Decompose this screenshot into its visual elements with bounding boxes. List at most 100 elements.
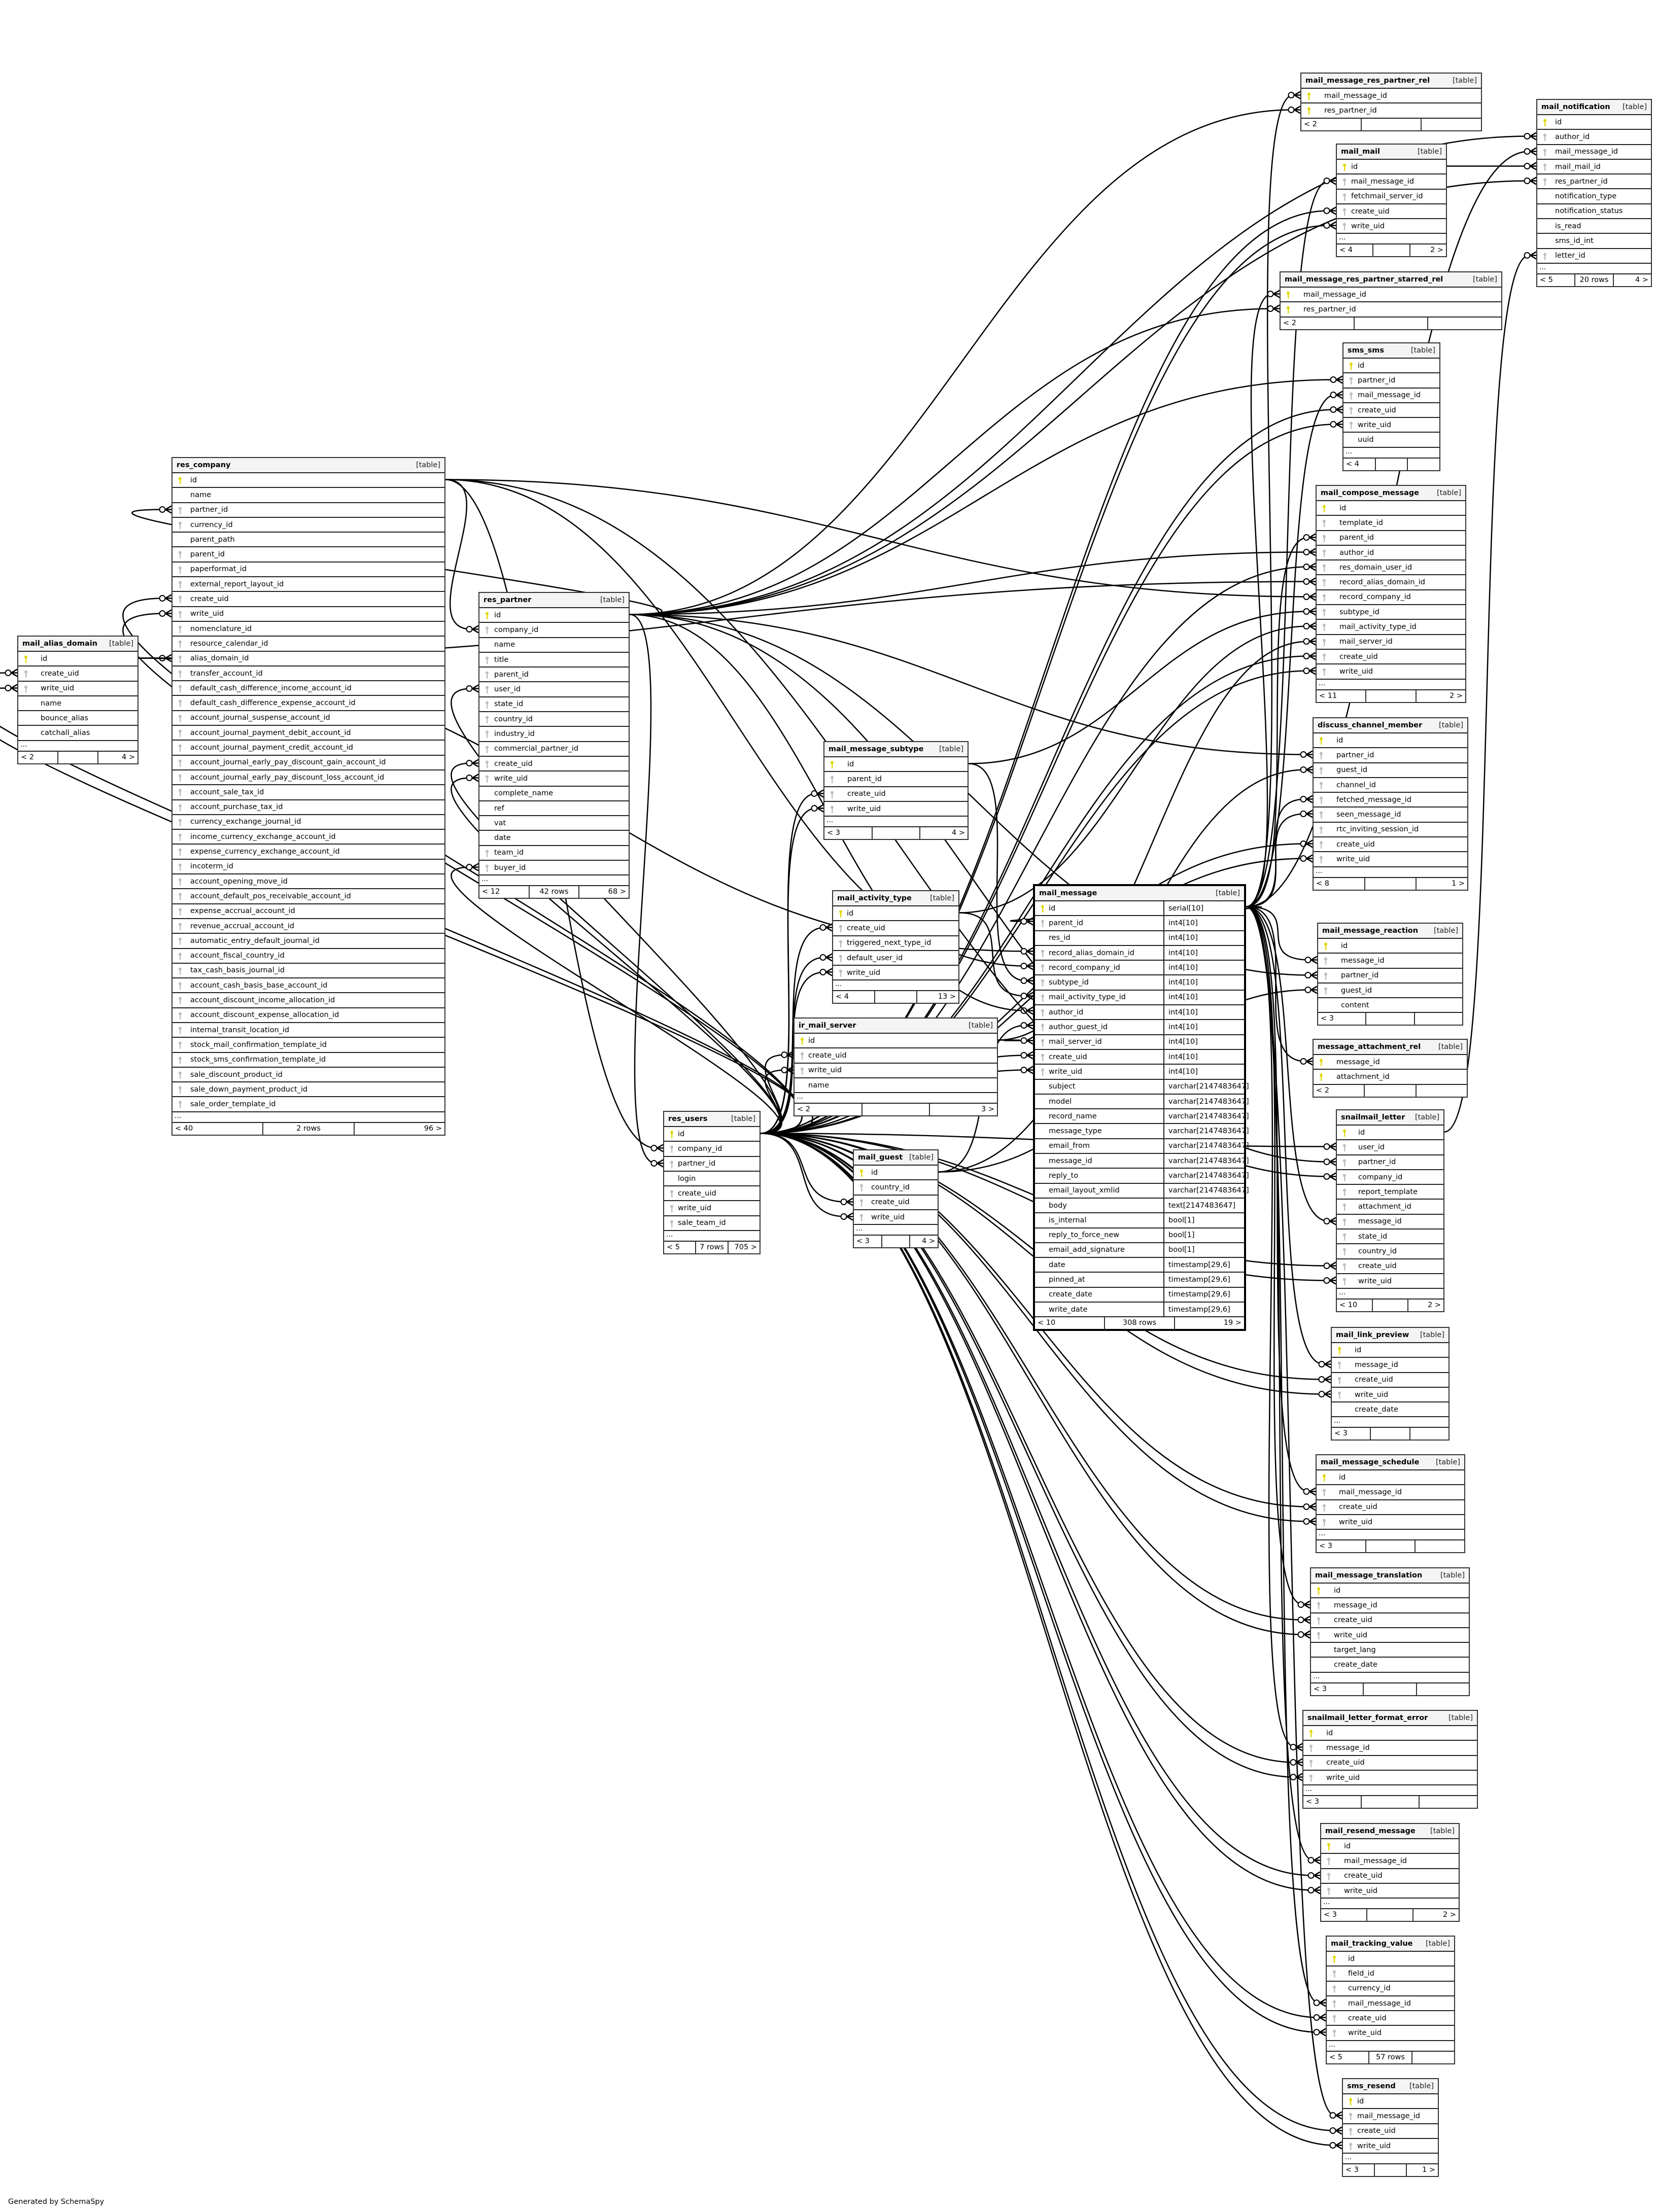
column-row[interactable]: id <box>664 1127 760 1142</box>
table-name[interactable]: res_partner <box>484 596 532 604</box>
column-row[interactable]: create_uid <box>1343 2124 1438 2139</box>
child-count[interactable]: 1 > <box>1416 877 1467 890</box>
column-row[interactable]: create_uid <box>795 1048 997 1064</box>
parent-count[interactable]: < 8 <box>1316 879 1329 888</box>
column-row[interactable]: write_uid <box>1317 664 1465 680</box>
column-row[interactable]: login <box>664 1172 760 1187</box>
column-row[interactable]: create_uid <box>1327 2011 1454 2026</box>
column-row[interactable]: id <box>1314 733 1467 749</box>
column-row[interactable]: triggered_next_type_id <box>833 936 958 951</box>
column-row[interactable]: ref <box>479 801 629 817</box>
column-row[interactable]: expense_currency_exchange_account_id <box>172 845 444 860</box>
column-row[interactable]: mail_activity_type_id <box>1317 620 1465 635</box>
table-name[interactable]: mail_mail <box>1341 148 1380 156</box>
child-count[interactable]: 2 > <box>1415 690 1465 702</box>
column-row[interactable]: author_id <box>1317 546 1465 561</box>
column-row[interactable]: create_date <box>1311 1658 1469 1673</box>
table-name[interactable]: mail_message_subtype <box>829 745 924 753</box>
column-row[interactable]: mail_message_id <box>1281 288 1501 303</box>
parent-count[interactable]: < 2 <box>797 1105 810 1114</box>
column-row[interactable]: sms_id_int <box>1537 234 1651 249</box>
parent-count[interactable]: < 5 <box>667 1243 680 1252</box>
column-row[interactable]: subtype_id <box>1317 605 1465 620</box>
child-count[interactable]: 705 > <box>727 1242 760 1254</box>
child-count[interactable]: 3 > <box>929 1104 997 1116</box>
child-count[interactable]: 4 > <box>919 827 968 839</box>
column-row[interactable]: team_id <box>479 846 629 861</box>
column-row[interactable]: account_opening_move_id <box>172 874 444 890</box>
column-row[interactable]: write_uid <box>824 802 968 817</box>
column-row[interactable]: target_lang <box>1311 1643 1469 1658</box>
column-row[interactable]: sale_down_payment_product_id <box>172 1082 444 1098</box>
child-count[interactable]: 4 > <box>909 1236 938 1248</box>
column-row[interactable]: stock_mail_confirmation_template_id <box>172 1038 444 1053</box>
column-row[interactable]: mail_message_id <box>1537 145 1651 160</box>
column-row[interactable]: message_id <box>1314 1055 1467 1070</box>
parent-count[interactable]: < 3 <box>827 829 840 837</box>
parent-count[interactable]: < 10 <box>1038 1319 1056 1327</box>
column-row[interactable]: notification_type <box>1537 189 1651 204</box>
column-row[interactable]: content <box>1318 998 1462 1013</box>
column-row[interactable]: account_journal_payment_debit_account_id <box>172 726 444 741</box>
column-row[interactable]: create_uid <box>1321 1869 1459 1884</box>
column-row[interactable]: id <box>1337 160 1446 175</box>
parent-count[interactable]: < 3 <box>1314 1684 1327 1693</box>
column-row[interactable]: account_fiscal_country_id <box>172 949 444 964</box>
column-row[interactable]: message_id <box>1303 1741 1477 1756</box>
child-count[interactable] <box>1414 1540 1464 1553</box>
column-row[interactable]: account_discount_expense_allocation_id <box>172 1008 444 1023</box>
column-row[interactable]: create_date <box>1332 1402 1448 1418</box>
column-row[interactable]: create_uid <box>18 666 137 682</box>
column-row[interactable]: seen_message_id <box>1314 807 1467 823</box>
child-count[interactable]: 2 > <box>1407 1300 1443 1312</box>
more-columns-indicator[interactable]: ... <box>1314 867 1467 878</box>
parent-count[interactable]: < 5 <box>1329 2053 1342 2061</box>
table-name[interactable]: discuss_channel_member <box>1318 721 1423 729</box>
column-row[interactable]: mail_message_id <box>1301 89 1481 104</box>
column-row[interactable]: id <box>1332 1343 1448 1358</box>
column-row[interactable]: account_default_pos_receivable_account_i… <box>172 889 444 904</box>
column-row[interactable]: create_uid <box>1314 837 1467 853</box>
column-row[interactable]: is_read <box>1537 219 1651 234</box>
column-row[interactable]: res_partner_id <box>1281 302 1501 318</box>
column-row[interactable]: guest_id <box>1318 984 1462 999</box>
column-row[interactable]: create_uid <box>1303 1756 1477 1771</box>
more-columns-indicator[interactable]: ... <box>1327 2041 1454 2052</box>
column-row[interactable]: sale_team_id <box>664 1216 760 1232</box>
column-row[interactable]: id <box>1343 2094 1438 2110</box>
parent-count[interactable]: < 4 <box>1339 246 1353 255</box>
more-columns-indicator[interactable]: ... <box>1337 234 1446 245</box>
column-row[interactable]: transfer_account_id <box>172 666 444 682</box>
child-count[interactable] <box>1411 2051 1454 2063</box>
column-row[interactable]: parent_id <box>824 772 968 787</box>
column-row[interactable]: create_uid <box>172 592 444 607</box>
more-columns-indicator[interactable]: ... <box>1321 1899 1459 1910</box>
column-row[interactable]: write_uid <box>1317 1515 1464 1530</box>
more-columns-indicator[interactable]: ... <box>1303 1785 1477 1797</box>
column-row[interactable]: account_sale_tax_id <box>172 785 444 800</box>
parent-count[interactable]: < 3 <box>856 1237 870 1246</box>
column-row[interactable]: id <box>1303 1726 1477 1741</box>
child-count[interactable]: 96 > <box>353 1122 444 1135</box>
column-row[interactable]: write_uid <box>479 771 629 787</box>
column-row[interactable]: record_company_id <box>1317 590 1465 606</box>
column-row[interactable]: fetchmail_server_id <box>1337 190 1446 204</box>
column-row[interactable]: commercial_partner_id <box>479 742 629 757</box>
column-row[interactable]: company_id <box>1337 1170 1443 1185</box>
column-row[interactable]: create_uid <box>1337 204 1446 220</box>
column-row[interactable]: incoterm_id <box>172 860 444 875</box>
